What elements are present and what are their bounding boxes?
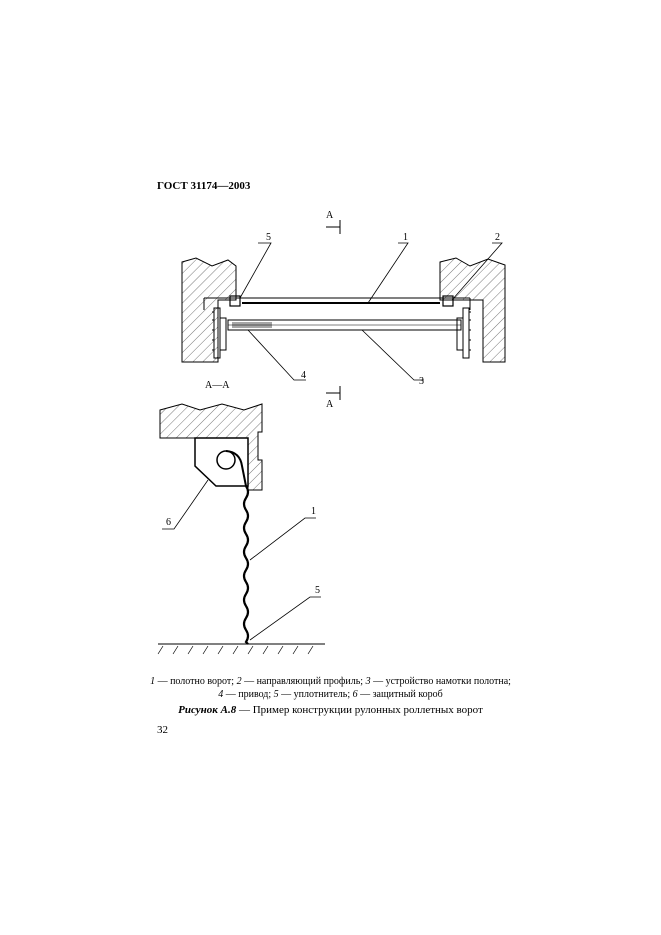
page-number: 32	[157, 724, 168, 736]
section-view-label: А—А	[205, 380, 230, 391]
callout-6-section: 6	[166, 517, 171, 528]
callout-1-plan: 1	[403, 232, 408, 243]
callout-5-plan: 5	[266, 232, 271, 243]
callout-3-plan: 3	[419, 376, 424, 387]
document-header: ГОСТ 31174—2003	[157, 180, 251, 192]
callout-1-section: 1	[311, 506, 316, 517]
figure-label: Рисунок А.8	[178, 704, 237, 716]
figure-caption: Рисунок А.8 — Пример конструкции рулонны…	[0, 704, 661, 716]
legend-line-1: 1 — полотно ворот; 2 — направляющий проф…	[150, 676, 511, 687]
callout-5-section: 5	[315, 585, 320, 596]
section-mark-bottom: А	[326, 399, 334, 410]
guide-profile-right	[442, 295, 454, 307]
drive	[232, 322, 272, 328]
protective-box	[194, 437, 249, 487]
callout-2-plan: 2	[495, 232, 500, 243]
plan-view: 5 1 2 4 3 А А	[181, 210, 506, 410]
legend-line-2: 4 — привод; 5 — уплотнитель; 6 — защитны…	[218, 689, 443, 700]
figure-caption-text: — Пример конструкции рулонных роллетных …	[236, 704, 483, 716]
section-mark-top: А	[326, 210, 334, 221]
left-wall	[181, 257, 237, 363]
section-view: А—А 6 1 5	[157, 380, 325, 655]
door-leaf-section	[242, 485, 250, 645]
callout-4-plan: 4	[301, 370, 306, 381]
guide-profile-left	[229, 295, 241, 307]
right-wall	[439, 257, 506, 363]
